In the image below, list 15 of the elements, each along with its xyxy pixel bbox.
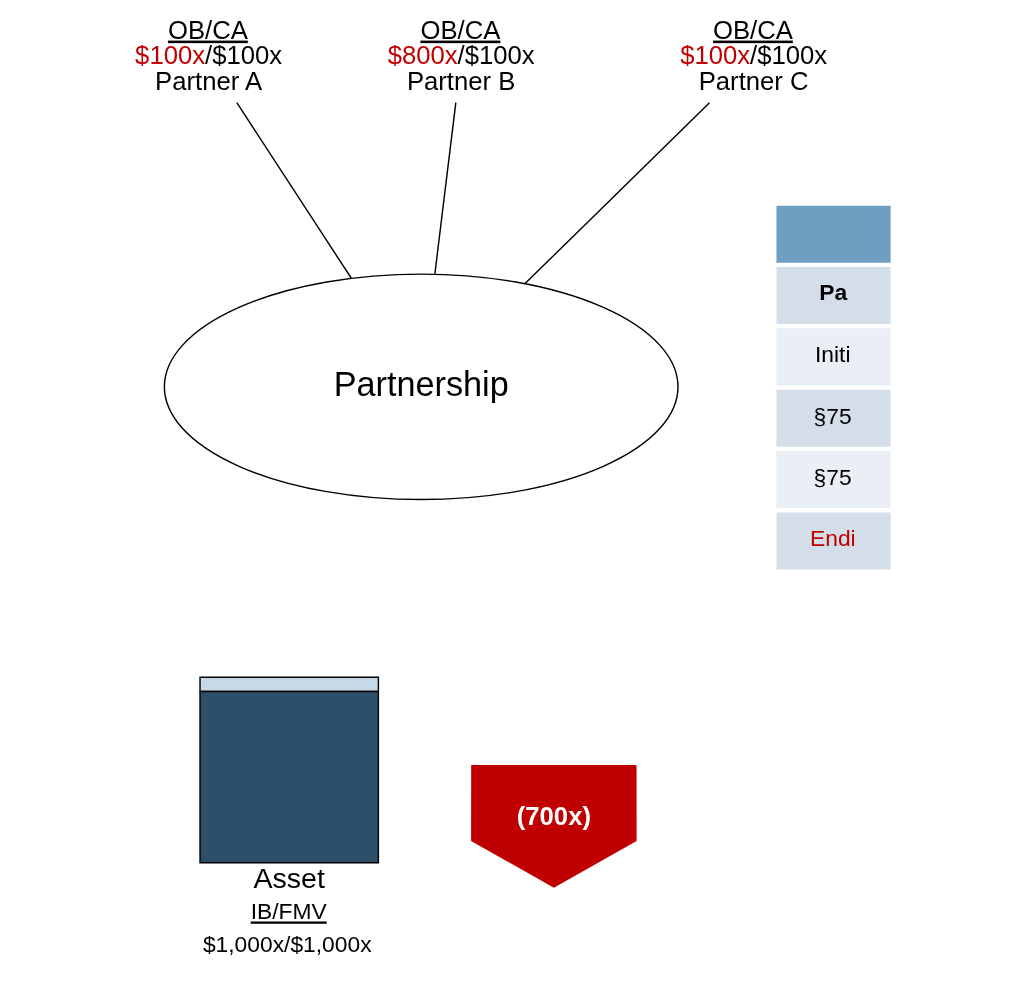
label: Initi xyxy=(814,341,850,368)
label: §75 xyxy=(813,402,852,429)
label: §75 xyxy=(813,464,852,491)
node-label: Asset xyxy=(253,862,325,895)
node-label: IB/FMV xyxy=(250,898,327,925)
connector xyxy=(433,101,457,275)
label: Pa xyxy=(818,278,847,305)
node-text: OB/CA $100x/$100x Partner C xyxy=(679,15,827,95)
node-label: $1,000x/$1,000x xyxy=(202,931,372,958)
connector xyxy=(235,101,352,279)
node-text: OB/CA $800x/$100x Partner B xyxy=(387,15,535,95)
node-text: OB/CA $100x/$100x Partner A xyxy=(134,15,282,95)
label: Endi xyxy=(809,525,856,552)
node-ellipse: Partnership xyxy=(163,273,679,501)
connector xyxy=(523,101,710,285)
